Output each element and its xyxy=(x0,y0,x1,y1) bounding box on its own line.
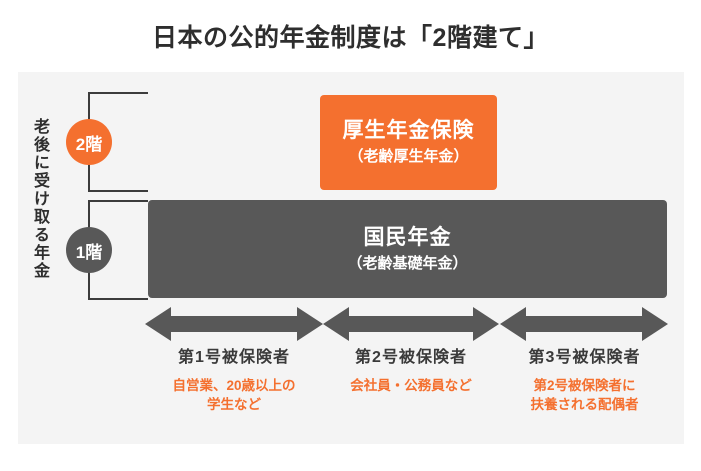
category-1-description: 自営業、20歳以上の学生など xyxy=(172,377,296,413)
tier-1-title: 国民年金 xyxy=(363,225,452,249)
page-title: 日本の公的年金制度は「2階建て」 xyxy=(152,24,549,52)
category-1-name: 第1号被保険者 xyxy=(178,349,290,366)
double-arrow-icon-category-2 xyxy=(323,305,499,343)
badge-floor-1: 1階 xyxy=(66,227,112,273)
double-arrow-icon-category-1 xyxy=(145,305,323,343)
category-3-name: 第3号被保険者 xyxy=(528,349,641,366)
category-2-name: 第2号被保険者 xyxy=(355,349,467,366)
category-3: 第3号被保険者 第2号被保険者に扶養される配偶者 xyxy=(502,348,667,415)
tier-1-subtitle: （老齢基礎年金） xyxy=(347,254,468,272)
vertical-axis-caption: 老後に受け取る年金 xyxy=(31,118,48,280)
tier-2-subtitle: （老齢厚生年金） xyxy=(348,148,469,166)
tier-1-box: 国民年金 （老齢基礎年金） xyxy=(148,200,667,298)
tier-2-title: 厚生年金保険 xyxy=(342,119,475,143)
category-1: 第1号被保険者 自営業、20歳以上の学生など xyxy=(148,348,320,415)
category-2-description: 会社員・公務員など xyxy=(350,377,472,393)
category-2: 第2号被保険者 会社員・公務員など xyxy=(320,348,502,395)
double-arrow-icon-category-3 xyxy=(500,305,668,343)
tier-2-box: 厚生年金保険 （老齢厚生年金） xyxy=(320,95,497,190)
arrows-row xyxy=(0,305,701,343)
category-3-description: 第2号被保険者に扶養される配偶者 xyxy=(530,377,639,413)
badge-floor-2: 2階 xyxy=(66,119,112,165)
